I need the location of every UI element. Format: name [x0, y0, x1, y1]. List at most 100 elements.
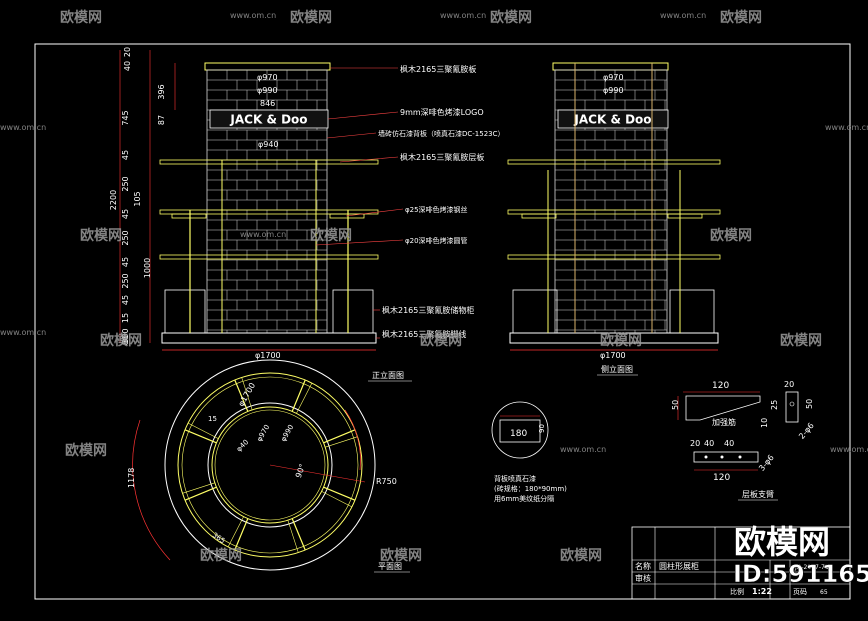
watermark-url: www.om.cn [830, 445, 868, 454]
watermark-brand: 欧模网 [80, 227, 122, 244]
plan-spoke [296, 382, 313, 414]
watermark-brand: 欧模网 [720, 9, 762, 26]
bracket-left-h: 50 [671, 400, 680, 410]
side-elevation: JACK & Doo φ970 φ990 φ1700 侧立面图 [507, 62, 721, 376]
dim-plan-left-arc: 1178 [127, 468, 136, 488]
shelf-bar [521, 213, 557, 219]
plan-spoke [227, 516, 244, 548]
dim-d970-front: φ970 [257, 73, 278, 82]
plan-spoke [182, 482, 215, 494]
title-value-page: 65 [820, 589, 828, 596]
vertical-dim-label: 745 [121, 110, 130, 125]
shelf [507, 209, 721, 215]
shelf [159, 159, 379, 165]
bracket-top-width: 120 [712, 381, 729, 391]
shelf [159, 254, 379, 260]
plan-view-title: 平面图 [378, 562, 402, 571]
leader-line [315, 239, 404, 246]
watermark-url: www.om.cn [825, 123, 868, 132]
title-label-scale: 比例 [730, 587, 744, 596]
title-label-review: 审核 [635, 573, 651, 583]
bracket-b120: 120 [713, 473, 730, 483]
label-top-board: 枫木2165三聚氰胺板 [400, 64, 476, 74]
title-label-page: 页码 [793, 588, 807, 596]
watermark-brand: 欧模网 [380, 547, 422, 564]
plan-spoke [321, 491, 353, 508]
vertical-dim-label: 20 [123, 47, 132, 57]
bracket-b40: 40 [704, 439, 714, 448]
plan-spoke [234, 379, 249, 412]
stone-note-3: 用6mm美纹纸分隔 [494, 494, 554, 503]
dim-plan-r750: R750 [376, 477, 397, 486]
bracket-b40b: 40 [724, 439, 734, 448]
drawing-frame [34, 43, 851, 600]
vertical-dim-label: 45 [121, 295, 130, 305]
title-label-name: 名称 [635, 561, 651, 571]
watermark-brand: 欧模网 [600, 332, 642, 349]
vertical-dim-label: 45 [121, 257, 130, 267]
watermark-brand: 欧模网 [200, 547, 242, 564]
stone-detail: 180 90 背板喷真石漆 (砖规格：180*90mm) 用6mm美纹纸分隔 [491, 401, 567, 503]
watermark-url: www.om.cn [660, 11, 706, 20]
plan-spoke [323, 486, 356, 501]
plan-spoke [323, 429, 356, 444]
stone-dim-w: 180 [510, 429, 527, 439]
title-value-name: 圆柱形展柜 [659, 561, 699, 571]
side-view-title: 侧立面图 [601, 364, 633, 374]
plan-spoke [291, 379, 306, 412]
title-block: 名称 圆柱形展柜 审核 JD-2017-78 比例 1:22 页码 65 [631, 526, 851, 600]
watermark-url: www.om.cn [230, 11, 276, 20]
watermark-brand: 欧模网 [290, 9, 332, 26]
shelf [507, 254, 721, 260]
vertical-dim-label: 250 [121, 176, 130, 191]
shelf-bar [667, 213, 703, 219]
watermark-brand: 欧模网 [310, 227, 352, 244]
shelf-bar [329, 213, 365, 219]
shelf-bar [171, 213, 207, 219]
watermark-url: www.om.cn [0, 123, 46, 132]
watermark-brand: 欧模网 [65, 442, 107, 459]
watermark-brand: 欧模网 [560, 547, 602, 564]
title-code: JD-2017-78 [794, 564, 829, 571]
plan-spoke [184, 486, 217, 501]
brand-logo-front: JACK & Doo [229, 113, 307, 127]
leader-line [326, 132, 377, 139]
label-base: 枫木2165三聚氰胺脚线 [382, 329, 466, 339]
watermark-url: www.om.cn [0, 328, 46, 337]
dim-base-width-side: φ1700 [600, 351, 626, 360]
stone-note-2: (砖规格：180*90mm) [494, 484, 567, 493]
bracket-side-25: 25 [770, 400, 779, 410]
dim-846: 846 [260, 99, 275, 108]
front-view-title: 正立面图 [372, 370, 404, 380]
watermark-big-brand: 欧模网 [734, 523, 830, 561]
label-storage: 枫木2165三聚氰胺储物柜 [382, 305, 474, 315]
bracket-label: 加强筋 [712, 417, 736, 427]
label-logo: 9mm深啡色烤漆LOGO [400, 107, 484, 117]
title-value-scale: 1:22 [752, 587, 772, 596]
front-elevation: JACK & Doo 枫木2165三聚氰胺板 9mm深啡色烤漆LOGO 墙砖仿石… [109, 47, 505, 382]
plan-spoke [325, 436, 358, 448]
watermark-url: www.om.cn [440, 11, 486, 20]
vertical-dim-label: 2200 [109, 190, 118, 210]
plan-spoke [187, 422, 219, 439]
brand-logo-side: JACK & Doo [573, 113, 651, 127]
leader-line [345, 208, 404, 217]
vertical-dim-label: 15 [121, 313, 130, 323]
dim-base-width-front: φ1700 [255, 351, 281, 360]
shelves-front [159, 159, 379, 260]
shelf [507, 159, 721, 165]
watermark-brand: 欧模网 [780, 332, 822, 349]
leader-line [327, 111, 399, 120]
vertical-dim-label: 300 [121, 328, 130, 343]
plan-spoke [241, 377, 253, 410]
watermark-id: ID:591165 [733, 560, 868, 588]
vertical-dim-label: 45 [121, 150, 130, 160]
vertical-dim-label: 40 [123, 61, 132, 71]
watermark-brand: 欧模网 [490, 9, 532, 26]
watermark-brand: 欧模网 [710, 227, 752, 244]
vertical-dim-label: 250 [121, 273, 130, 288]
leader-line [339, 156, 399, 163]
stone-dim-h: 90 [538, 424, 546, 433]
dim-d990-side: φ990 [603, 86, 624, 95]
stone-note-1: 背板喷真石漆 [494, 474, 536, 483]
